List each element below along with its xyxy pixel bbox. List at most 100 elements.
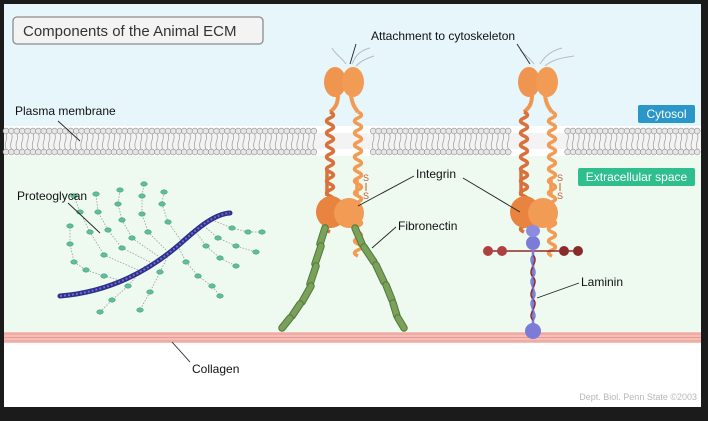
lipid-head xyxy=(267,148,274,156)
glycan-bead xyxy=(92,191,100,197)
lipid-head xyxy=(397,148,404,156)
lipid-head xyxy=(564,148,571,156)
label-attachment: Attachment to cytoskeleton xyxy=(371,29,515,43)
lipid-head xyxy=(137,127,145,135)
lipid-head xyxy=(656,148,663,156)
disulfide-s-1: S xyxy=(363,173,369,183)
lipid-head xyxy=(634,148,641,156)
lipid-head xyxy=(580,127,587,135)
lipid-head xyxy=(229,148,237,156)
lipid-head xyxy=(289,127,296,135)
lipid-head xyxy=(181,148,188,156)
lipid-head xyxy=(256,148,263,156)
lipid-head xyxy=(235,148,242,156)
lipid-head xyxy=(569,148,577,156)
lipid-head xyxy=(380,148,388,156)
lipid-head xyxy=(683,148,690,156)
glycan-chain-link xyxy=(139,251,171,311)
lipid-head xyxy=(208,127,215,135)
lipid-head xyxy=(272,148,280,156)
extracellular-badge: Extracellular space xyxy=(578,168,695,186)
lipid-head xyxy=(639,148,647,156)
lipid-head xyxy=(596,127,604,135)
lipid-head xyxy=(251,127,258,135)
label-proteoglycan: Proteoglycan xyxy=(17,189,87,203)
glycan-bead xyxy=(244,229,252,235)
lipid-head xyxy=(94,127,102,135)
lipid-head xyxy=(56,127,64,135)
lipid-head xyxy=(110,127,118,135)
label-plasma-membrane: Plasma membrane xyxy=(15,104,116,118)
lipid-head xyxy=(623,148,631,156)
glycan-bead xyxy=(86,229,94,235)
lipid-head xyxy=(310,127,317,135)
lipid-head xyxy=(677,127,685,135)
lipid-head xyxy=(121,127,129,135)
glycan-bead xyxy=(164,219,172,225)
lipid-head xyxy=(40,148,47,156)
label-integrin: Integrin xyxy=(416,167,456,181)
glycan-bead xyxy=(136,307,144,313)
lipid-head xyxy=(672,148,679,156)
lipid-head xyxy=(105,148,112,156)
lipid-head xyxy=(564,127,571,135)
lipid-head xyxy=(391,148,398,156)
glycan-bead xyxy=(118,217,126,223)
glycan-bead xyxy=(70,259,78,265)
disulfide-s-3: S xyxy=(557,173,563,183)
integrin-right: S S xyxy=(510,47,575,258)
lipid-head xyxy=(191,148,199,156)
credit-text: Dept. Biol. Penn State ©2003 xyxy=(579,392,697,402)
leader-lines xyxy=(57,43,580,363)
glycan-bead xyxy=(66,223,74,229)
lipid-head xyxy=(148,148,156,156)
label-laminin: Laminin xyxy=(581,275,623,289)
glycan-bead xyxy=(156,269,164,275)
lipid-head xyxy=(505,127,512,135)
lipid-head xyxy=(40,127,47,135)
glycan-bead xyxy=(194,273,202,279)
lipid-head xyxy=(607,127,614,135)
lipid-head xyxy=(499,148,506,156)
lipid-head xyxy=(2,127,10,135)
fibronectin-domain xyxy=(289,301,303,319)
lipid-head xyxy=(478,127,485,135)
glycan-bead xyxy=(140,181,148,187)
disulfide-s-2: S xyxy=(363,191,369,201)
lipid-head xyxy=(602,127,609,135)
lipid-head xyxy=(137,148,145,156)
glycan-bead xyxy=(104,227,112,233)
lipid-head xyxy=(478,148,485,156)
lipid-head xyxy=(278,127,285,135)
glycan-bead xyxy=(232,263,240,269)
lipid-head xyxy=(407,148,415,156)
lipid-head xyxy=(370,148,377,156)
glycan-bead xyxy=(82,267,90,273)
lipid-head xyxy=(235,127,242,135)
glycan-bead xyxy=(116,187,124,193)
glycan-bead xyxy=(124,283,132,289)
lipid-head xyxy=(629,127,636,135)
lipid-head xyxy=(461,127,469,135)
lipid-head xyxy=(78,127,85,135)
lipid-head xyxy=(305,148,312,156)
lipid-head xyxy=(429,148,436,156)
lipid-head xyxy=(623,127,631,135)
lipid-head xyxy=(645,148,652,156)
lipid-head xyxy=(175,148,183,156)
lipid-head xyxy=(434,148,442,156)
title-box: Components of the Animal ECM xyxy=(12,16,264,45)
fibronectin-domain xyxy=(307,263,319,287)
lipid-head xyxy=(602,148,609,156)
glycan-bead xyxy=(146,289,154,295)
lipid-head xyxy=(245,127,253,135)
lipid-head xyxy=(310,148,317,156)
lipid-head xyxy=(386,127,393,135)
cytosol-badge: Cytosol xyxy=(638,105,695,123)
lipid-head xyxy=(607,148,614,156)
fibronectin-domain xyxy=(279,315,293,331)
lipid-head xyxy=(612,148,620,156)
lipid-head xyxy=(35,127,42,135)
lipid-head xyxy=(224,127,231,135)
lipid-head xyxy=(591,127,598,135)
